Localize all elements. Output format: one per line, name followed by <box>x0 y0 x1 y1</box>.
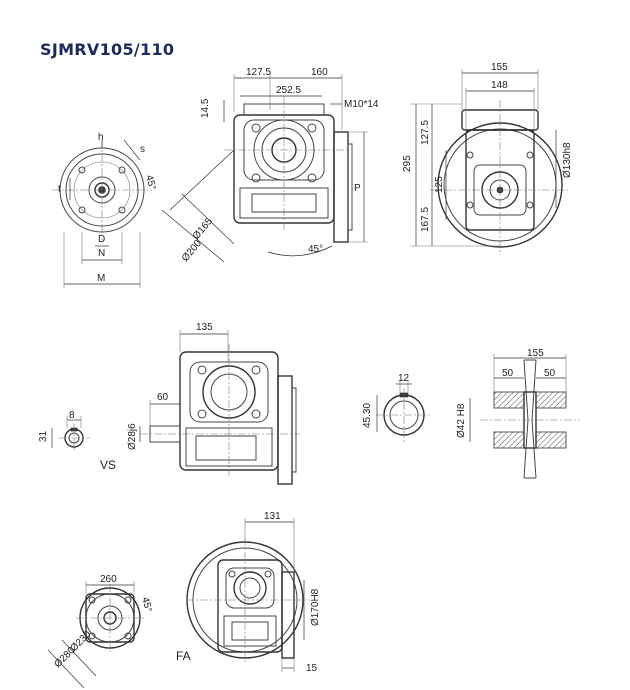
dim-vs-d28j6: Ø28j6 <box>127 423 138 450</box>
dim-front-252-5: 252.5 <box>276 85 301 96</box>
dim-shaft-50-left: 50 <box>502 368 514 379</box>
label-fa: FA <box>176 649 191 663</box>
bore-view <box>376 380 432 442</box>
dim-vs-60: 60 <box>157 392 169 403</box>
vs-view <box>139 330 300 485</box>
dim-front-d200: Ø200 <box>180 238 204 264</box>
dim-front-m10: M10*14 <box>344 99 379 110</box>
dim-vs-135: 135 <box>196 322 213 333</box>
dim-side-295: 295 <box>402 155 413 172</box>
label-D: D <box>98 234 105 245</box>
dim-front-127-5: 127.5 <box>246 67 271 78</box>
drawing-title: SJMRV105/110 <box>40 40 175 59</box>
fa-flange-view <box>47 581 146 689</box>
flange-view <box>52 139 152 288</box>
dim-front-P: P <box>354 183 361 194</box>
label-t: t <box>58 184 61 195</box>
dim-bore-12: 12 <box>398 373 410 384</box>
side-view <box>410 69 570 255</box>
label-N: N <box>98 248 105 259</box>
dim-front-14-5: 14.5 <box>200 98 211 118</box>
label-M: M <box>97 273 105 284</box>
dim-side-167-5: 167.5 <box>420 207 431 232</box>
dim-fa-flange-260: 260 <box>100 574 117 585</box>
dim-side-d130h8: Ø130h8 <box>562 142 573 178</box>
label-s: s <box>140 144 145 155</box>
dim-shaft-d42h8: Ø42 H8 <box>456 403 467 438</box>
dim-shaft-155: 155 <box>527 348 544 359</box>
dim-side-125: 125 <box>434 176 445 193</box>
dim-front-160: 160 <box>311 67 328 78</box>
label-h: h <box>98 132 104 143</box>
shaft-section <box>469 354 580 479</box>
fa-view <box>186 518 310 672</box>
dim-side-155: 155 <box>491 62 508 73</box>
dim-vs-31: 31 <box>38 430 49 442</box>
dim-front-45deg: 45° <box>308 244 323 255</box>
dim-side-148: 148 <box>491 80 508 91</box>
dim-side-127-5: 127.5 <box>420 120 431 145</box>
small-shaft-end-view <box>51 416 90 452</box>
front-view <box>161 74 368 263</box>
dim-fa-flange-45deg: 45° <box>139 596 154 613</box>
dim-fa-131: 131 <box>264 511 281 522</box>
label-flange-angle: 45° <box>143 174 158 191</box>
dim-vs-8: 8 <box>69 410 75 421</box>
dim-shaft-50-right: 50 <box>544 368 556 379</box>
dim-bore-45-30: 45.30 <box>362 403 373 428</box>
dim-fa-d170h8: Ø170H8 <box>310 588 321 626</box>
dim-fa-15: 15 <box>306 663 318 674</box>
label-vs: VS <box>100 458 116 472</box>
